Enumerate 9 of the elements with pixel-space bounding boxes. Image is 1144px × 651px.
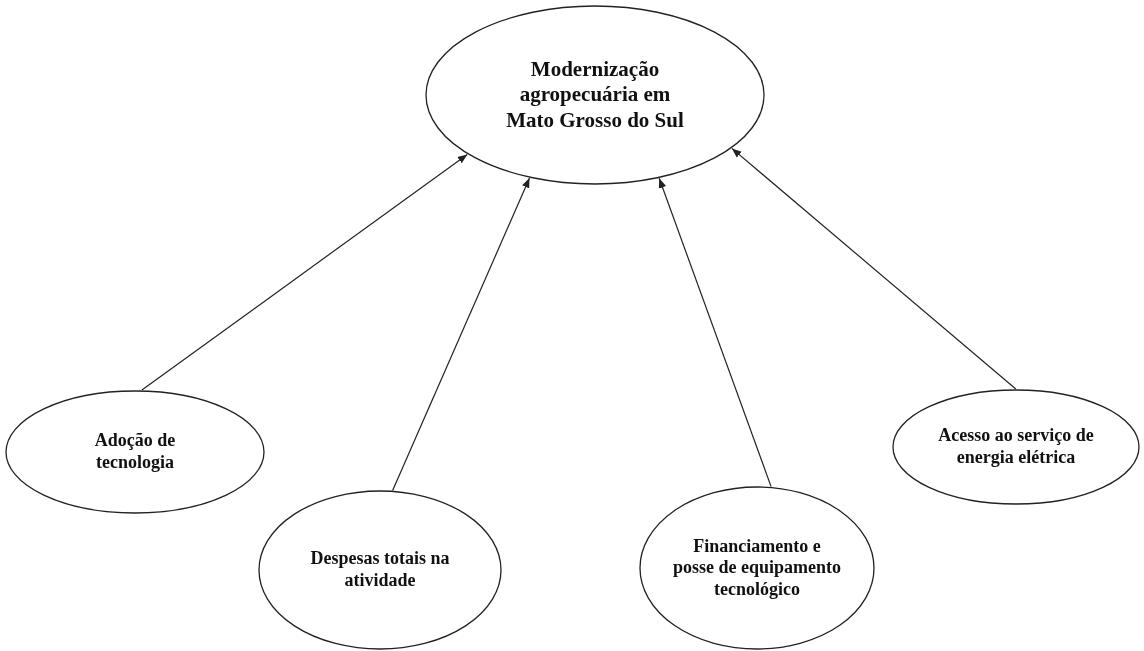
arrow (731, 147, 1017, 390)
arrow (658, 177, 772, 488)
node-label: Financiamento e posse de equipamento tecnológico (672, 535, 842, 601)
node-label: Acesso ao serviço de energia elétrica (937, 425, 1095, 469)
node-label: Adoção de tecnologia (93, 430, 177, 474)
arrow (392, 177, 531, 491)
arrow (141, 153, 468, 391)
node-label: Modernização agropecuária em Mato Grosso do Sul (505, 57, 685, 133)
node-label: Despesas totais na atividade (309, 548, 451, 592)
